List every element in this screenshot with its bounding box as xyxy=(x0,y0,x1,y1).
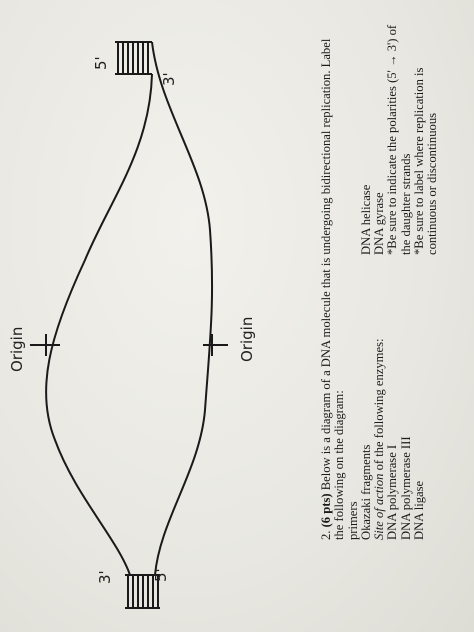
question-points: (6 pts) xyxy=(319,493,333,528)
label-list-right: DNA helicase DNA gyrase *Be sure to indi… xyxy=(358,0,440,255)
end-label-bottom-3prime: 3' xyxy=(96,570,114,584)
origin-label-right: Origin xyxy=(238,316,256,362)
label-list-left: primers Okazaki fragments Site of action… xyxy=(345,230,427,540)
origin-label-left: Origin xyxy=(8,326,26,372)
question-stem-line-2: the following on the diagram: xyxy=(332,390,347,540)
end-label-top-5prime: 5' xyxy=(92,56,110,70)
list-item: continuous or discontinuous xyxy=(425,112,440,255)
list-item: DNA polymerase I xyxy=(385,444,400,540)
bottom-duplex-ladder xyxy=(125,574,160,609)
origin-mark-left xyxy=(30,334,60,356)
list-item: DNA polymerase III xyxy=(398,436,413,540)
origin-mark-right xyxy=(203,334,228,356)
list-item: DNA gyrase xyxy=(372,192,387,255)
list-item: the daughter strands xyxy=(398,153,413,255)
list-item: primers xyxy=(345,501,360,540)
list-item: Site of action of the following enzymes: xyxy=(372,230,387,540)
top-duplex-ladder xyxy=(115,41,152,75)
list-item: *Be sure to label where replication is xyxy=(412,67,427,255)
question-text-block: 2. (6 pts) Below is a diagram of a DNA m… xyxy=(319,20,450,540)
list-item: *Be sure to indicate the polarities (5' … xyxy=(385,24,400,255)
question-stem-line-1: 2. (6 pts) Below is a diagram of a DNA m… xyxy=(319,20,333,540)
end-label-top-3prime: 3' xyxy=(160,72,178,86)
list-item: DNA helicase xyxy=(358,184,373,255)
question-stem: Below is a diagram of a DNA molecule tha… xyxy=(319,38,333,491)
list-item: Okazaki fragments xyxy=(358,444,373,540)
question-number: 2. xyxy=(319,530,333,540)
list-item: DNA ligase xyxy=(412,480,427,540)
site-of-action-rest: of the following enzymes: xyxy=(372,338,387,474)
left-strand xyxy=(45,73,153,576)
site-of-action-italic: Site of action xyxy=(372,473,387,540)
end-label-bottom-5prime: 5' xyxy=(152,568,170,582)
right-strand xyxy=(151,41,214,576)
